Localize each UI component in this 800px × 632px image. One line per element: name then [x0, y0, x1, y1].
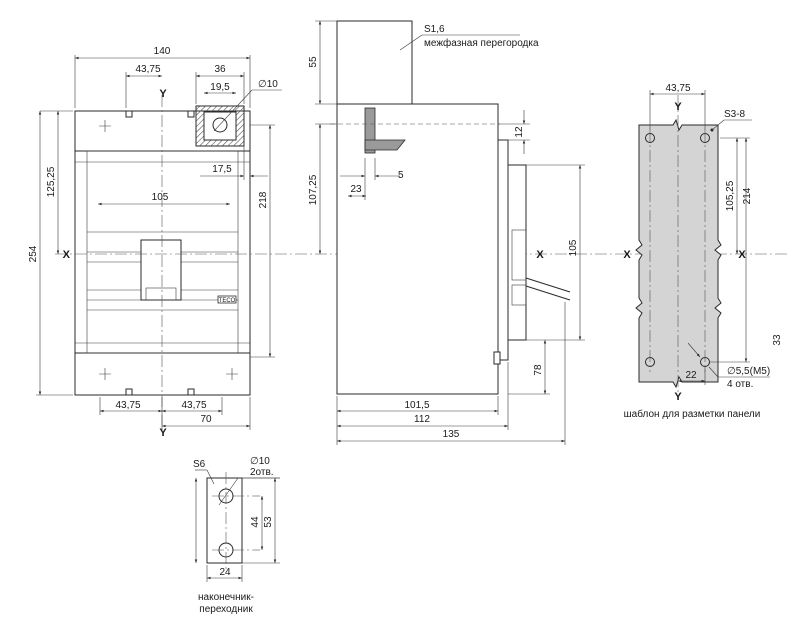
- adapter-view: S6 ∅10 2отв. 44 53 24 наконечник- перехо…: [193, 456, 280, 615]
- dim-105-side: 105: [568, 239, 579, 256]
- dim-19-5: 19,5: [210, 82, 230, 93]
- terminal-hole: [212, 117, 228, 133]
- tpl-axis-y-bottom: Y: [674, 391, 682, 403]
- adapter-dim-44: 44: [250, 516, 261, 528]
- tpl-axis-x-left: X: [623, 249, 631, 261]
- dim-5: 5: [398, 170, 404, 181]
- handle: [140, 239, 182, 301]
- dim-107-25: 107,25: [308, 174, 319, 205]
- dim-254: 254: [28, 245, 39, 262]
- dim-125-25: 125,25: [46, 166, 57, 197]
- dim-105-front: 105: [152, 192, 169, 203]
- template-caption: шаблон для разметки панели: [624, 408, 761, 420]
- adapter-thickness: S6: [193, 459, 206, 470]
- adapter-caption-1: наконечник-: [198, 592, 254, 603]
- partition-label: S1,6: [424, 24, 445, 35]
- template-plate: [635, 118, 722, 389]
- dim-dia-10: ∅10: [258, 79, 278, 90]
- dim-12: 12: [514, 126, 525, 138]
- adapter-plate: [206, 477, 243, 564]
- axis-x-left: X: [63, 249, 71, 261]
- dim-43-75-top: 43,75: [135, 64, 160, 75]
- teco-marking: ТЕСО: [219, 298, 236, 304]
- adapter-hole-count: 2отв.: [250, 467, 274, 478]
- tpl-dim-214: 214: [742, 187, 753, 204]
- dim-218: 218: [258, 191, 269, 208]
- adapter-caption-2: переходник: [199, 604, 253, 615]
- tpl-dim-22: 22: [685, 370, 697, 381]
- partition-caption: межфазная перегородка: [424, 37, 539, 49]
- dim-112: 112: [414, 414, 430, 425]
- dim-43-75-bottom-left: 43,75: [115, 400, 140, 411]
- dim-101-5: 101,5: [404, 400, 429, 411]
- axis-x-side: X: [536, 249, 544, 261]
- phase-partition: [336, 20, 413, 108]
- axis-y-top: Y: [159, 88, 167, 100]
- side-body: [336, 103, 499, 395]
- side-view: 55 107,25 S1,6 межфазная перегородка 23 …: [308, 20, 585, 445]
- tpl-axis-x-right: X: [738, 249, 746, 261]
- dim-17-5: 17,5: [212, 164, 232, 175]
- tpl-axis-y-top: Y: [674, 101, 682, 113]
- tpl-dim-33: 33: [772, 334, 783, 346]
- dim-78: 78: [533, 364, 544, 376]
- dim-23: 23: [350, 184, 362, 195]
- dim-140: 140: [154, 46, 171, 57]
- adapter-dim-24: 24: [219, 567, 231, 578]
- front-view: ТЕСО 140 43,75 36 19,5 ∅10 125,25 254: [28, 46, 790, 439]
- dim-36: 36: [214, 64, 226, 75]
- tpl-hole-count: 4 отв.: [727, 379, 753, 390]
- axis-y-bottom: Y: [159, 427, 167, 439]
- dim-43-75-bottom-right: 43,75: [181, 400, 206, 411]
- tpl-dim-43-75: 43,75: [665, 83, 690, 94]
- tpl-hole: ∅5,5(M5): [727, 366, 770, 377]
- dim-55: 55: [308, 56, 319, 68]
- adapter-hole-dia: ∅10: [250, 456, 270, 467]
- adapter-dim-53: 53: [263, 516, 274, 528]
- panel-template: 43,75 S3-8 105,25 214 33 22 ∅5,5(M5) 4 о…: [623, 83, 783, 420]
- dim-135: 135: [443, 429, 460, 440]
- tpl-thickness: S3-8: [724, 109, 746, 120]
- dim-70: 70: [200, 414, 212, 425]
- tpl-dim-105-25: 105,25: [725, 180, 736, 211]
